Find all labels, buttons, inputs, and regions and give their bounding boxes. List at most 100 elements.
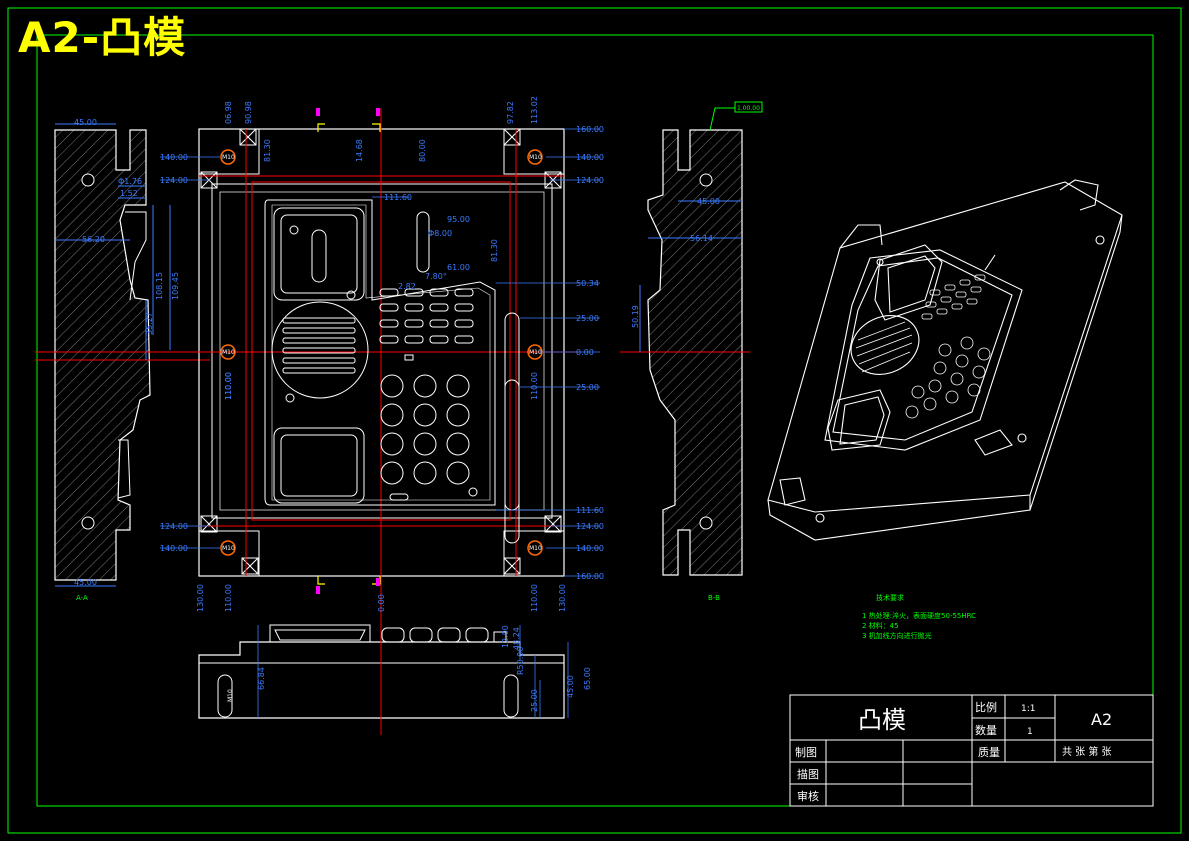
dim-right: 140.00 bbox=[576, 153, 604, 162]
bolt-hole bbox=[220, 344, 236, 360]
left-dim: 1.52 bbox=[120, 189, 138, 198]
left-section-view: 45.00 Φ1.76 1.52 56.20 108.15 109.45 35.… bbox=[35, 118, 210, 602]
notes-heading: 技术要求 bbox=[876, 593, 904, 602]
dim-right: 0.00 bbox=[576, 348, 594, 357]
dim-left: 140.00 bbox=[160, 544, 188, 553]
dim-top: 97.82 bbox=[506, 101, 515, 124]
dim-inner: 14.68 bbox=[355, 139, 364, 162]
dim-inner: 61.00 bbox=[447, 263, 470, 272]
sheet-size: A2 bbox=[1091, 710, 1112, 729]
dim-right: 25.00 bbox=[576, 314, 599, 323]
dim-bottom: 0.00 bbox=[377, 594, 386, 612]
bolt-label: M10 bbox=[227, 689, 234, 702]
sheet-count: 共 张 第 张 bbox=[1062, 745, 1112, 758]
bottom-dim: 45.00 bbox=[566, 675, 575, 698]
dim-inner: 110.00 bbox=[224, 372, 233, 400]
bolt-hole bbox=[220, 149, 236, 165]
dim-top: 90.98 bbox=[244, 101, 253, 124]
inner-frame bbox=[36, 34, 1154, 807]
left-section-label: A-A bbox=[76, 594, 88, 602]
mass-label: 质量 bbox=[978, 746, 1000, 759]
dim-right: 111.60 bbox=[576, 506, 604, 515]
title-block bbox=[789, 694, 1154, 807]
dim-bottom: 130.00 bbox=[558, 584, 567, 612]
dim-bottom: 110.00 bbox=[224, 584, 233, 612]
dim-right: 124.00 bbox=[576, 522, 604, 531]
corner-tag: 1.00.00 bbox=[737, 105, 760, 112]
dim-left: 110.00 bbox=[224, 372, 233, 400]
dim-inner: 81.30 bbox=[263, 139, 272, 162]
right-dim: 50.19 bbox=[631, 305, 640, 328]
bolt-label: M10 bbox=[222, 545, 235, 552]
dim-left: 140.00 bbox=[160, 153, 188, 162]
left-dim: 35.27 bbox=[145, 312, 154, 335]
bolt-label: M10 bbox=[529, 349, 542, 356]
left-dim: Φ1.76 bbox=[118, 177, 142, 186]
drawn-label: 制图 bbox=[795, 746, 817, 759]
dim-right: 140.00 bbox=[576, 544, 604, 553]
bottom-dim: 48.24 bbox=[512, 627, 521, 650]
qty-value: 1 bbox=[1027, 727, 1033, 737]
bolt-label: M10 bbox=[222, 154, 235, 161]
dim-right: 25.00 bbox=[576, 383, 599, 392]
dim-right: 160.00 bbox=[576, 572, 604, 581]
outer-frame bbox=[7, 7, 1182, 834]
product-outline bbox=[264, 199, 496, 506]
bolt-label: M10 bbox=[529, 545, 542, 552]
bolt-label: M10 bbox=[222, 349, 235, 356]
dim-inner: 2.82 bbox=[398, 282, 416, 291]
note-item: 2 材料：45 bbox=[862, 621, 899, 630]
left-hole-bottom bbox=[81, 516, 95, 530]
bottom-dim: 25.00 bbox=[530, 689, 539, 712]
left-dim: 108.15 bbox=[155, 272, 164, 300]
bottom-dim: 12.00 bbox=[501, 625, 510, 648]
front-view: M10 M10 M10 M10 M10 M10 bbox=[35, 96, 604, 735]
sheet-title: A2-凸模 bbox=[18, 13, 187, 62]
part-name: 凸模 bbox=[858, 706, 906, 734]
dim-inner: 111.60 bbox=[384, 193, 412, 202]
bottom-view: M10 66.84 12.00 48.24 R50.00 45.00 65.00… bbox=[198, 620, 592, 735]
left-dim: 109.45 bbox=[171, 272, 180, 300]
dim-inner: 80.00 bbox=[418, 139, 427, 162]
bottom-dim: 65.00 bbox=[583, 667, 592, 690]
scale-value: 1:1 bbox=[1021, 704, 1035, 714]
right-section-label: B-B bbox=[708, 594, 720, 602]
note-item: 3 机加线方向进行抛光 bbox=[862, 631, 932, 640]
right-dim: 45.00 bbox=[697, 197, 720, 206]
dim-inner: 81.30 bbox=[490, 239, 499, 262]
checked-label: 审核 bbox=[797, 789, 819, 803]
bolt-hole bbox=[220, 540, 236, 556]
left-section-body bbox=[54, 129, 151, 581]
bolt-holes bbox=[220, 149, 543, 556]
bolt-hole bbox=[527, 540, 543, 556]
bolt-label: M10 bbox=[529, 154, 542, 161]
right-section-view: 45.00 56.14 50.19 1.00.00 B-B bbox=[620, 101, 763, 602]
dim-left: 124.00 bbox=[160, 176, 188, 185]
note-item: 1 热处理:淬火，表面硬度50-55HRC bbox=[862, 611, 976, 620]
bolt-hole bbox=[527, 149, 543, 165]
left-hole-top bbox=[81, 173, 95, 187]
qty-label: 数量 bbox=[975, 724, 997, 737]
left-dim: 45.00 bbox=[74, 118, 97, 127]
dim-right: 160.00 bbox=[576, 125, 604, 134]
dim-bottom: 130.00 bbox=[196, 584, 205, 612]
dim-inner: 110.00 bbox=[530, 372, 539, 400]
bottom-dim: R50.00 bbox=[516, 647, 525, 675]
scale-label: 比例 bbox=[975, 700, 997, 714]
left-dim: 56.20 bbox=[82, 235, 105, 244]
isometric-view bbox=[767, 179, 1123, 541]
left-dim: 45.00 bbox=[74, 578, 97, 587]
dim-bottom: 110.00 bbox=[530, 584, 539, 612]
dim-inner: Φ8.00 bbox=[428, 229, 452, 238]
dim-right: 50.34 bbox=[576, 279, 599, 288]
dim-inner: 7.80° bbox=[425, 272, 447, 281]
dim-inner: 95.00 bbox=[447, 215, 470, 224]
dim-top: 06.98 bbox=[224, 101, 233, 124]
dim-left: 124.00 bbox=[160, 522, 188, 531]
right-dim: 56.14 bbox=[690, 234, 713, 243]
bottom-dim: 66.84 bbox=[257, 667, 266, 690]
technical-notes: 技术要求 1 热处理:淬火，表面硬度50-55HRC 2 材料：45 3 机加线… bbox=[862, 593, 976, 640]
dim-top: 113.02 bbox=[530, 96, 539, 124]
dim-right: 124.00 bbox=[576, 176, 604, 185]
